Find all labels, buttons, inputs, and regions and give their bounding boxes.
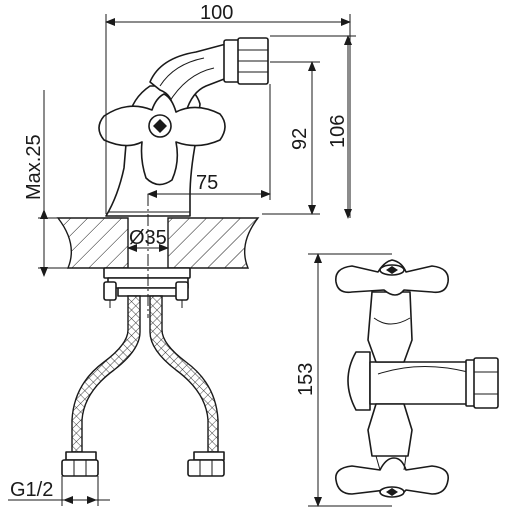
dim-reach-75: 75 bbox=[196, 172, 218, 194]
cross-handle bbox=[98, 93, 226, 186]
dimension-lines bbox=[8, 14, 356, 506]
dim-hole-diameter: Ø35 bbox=[129, 227, 167, 249]
dim-height-106: 106 bbox=[327, 115, 349, 148]
deck-section bbox=[56, 217, 260, 269]
dim-thread: G1/2 bbox=[10, 479, 53, 501]
side-top-handle bbox=[335, 259, 449, 296]
side-view: 153 bbox=[295, 253, 499, 507]
mounting-shank bbox=[103, 267, 191, 308]
spout-nozzle bbox=[223, 37, 269, 85]
flexible-hoses bbox=[61, 295, 225, 477]
dim-side-height-153: 153 bbox=[295, 363, 317, 396]
dim-width-100: 100 bbox=[200, 2, 233, 24]
dim-max-deck: Max.25 bbox=[23, 134, 45, 200]
front-view: 100 106 92 75 Max.25 Ø35 G1/2 bbox=[8, 2, 356, 506]
dim-height-92: 92 bbox=[289, 128, 311, 150]
side-bottom-handle bbox=[335, 455, 449, 498]
